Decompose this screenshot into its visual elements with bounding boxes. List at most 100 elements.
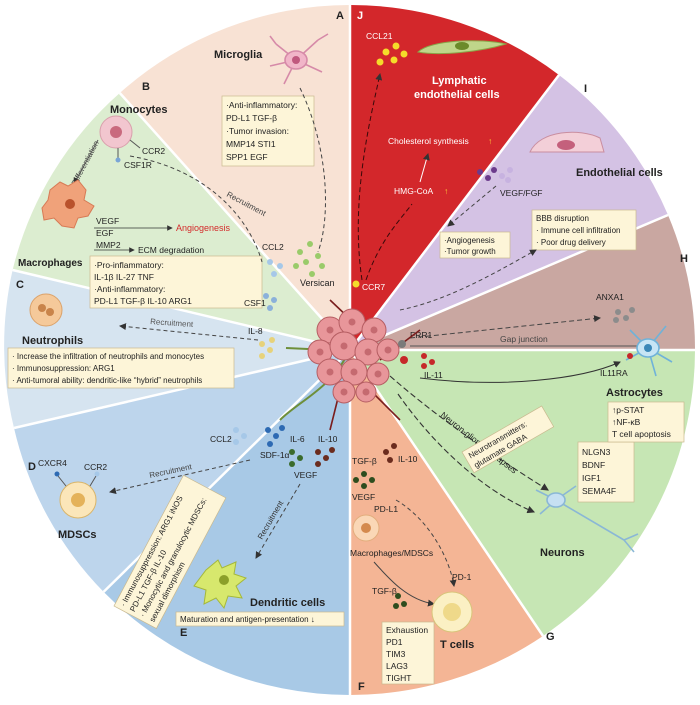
neutrophil-info-box: · Increase the infiltration of neutrophi…: [7, 347, 235, 389]
astrocyte-cell-icon: [625, 325, 673, 377]
il11-label: IL-11: [424, 370, 443, 380]
sector-i-content: Endothelial cells VEGF/FGF ·Angiogenesis…: [399, 131, 663, 311]
ccl21-dots: [376, 42, 408, 66]
f-tgfb-dots: [353, 471, 375, 489]
sector-d-wedge: [14, 350, 350, 592]
macrophages-title: Macrophages: [18, 258, 83, 269]
letter-a: A: [336, 10, 344, 22]
il6-label: IL-6: [290, 434, 305, 444]
f-vegf-label: VEGF: [352, 492, 375, 502]
letter-d: D: [28, 461, 36, 473]
neuron-cell-icon: [535, 485, 639, 553]
astrocyte-info-box: ↑p-STAT ↑NF-κB T cell apoptosis: [607, 401, 685, 443]
c-recruitment-label: Recruitment: [150, 317, 194, 329]
ccr7-receptor-icon: [352, 280, 360, 288]
angiogenesis-label: Angiogenesis: [176, 223, 231, 233]
f-tgfb-top-label: TGF-β: [352, 456, 377, 466]
e-cytokine-dots: [289, 447, 335, 467]
ccl2-dots: [267, 259, 283, 277]
macrophage-info-box: ·Pro-inflammatory: IL-1β IL-27 TNF ·Anti…: [89, 255, 263, 309]
sector-j-content: CCL21 Lymphatic endothelial cells Choles…: [352, 31, 508, 292]
pd1-label: PD-1: [452, 572, 472, 582]
anxa1-label: ANXA1: [596, 292, 624, 302]
d-ccl2-label: CCL2: [210, 434, 232, 444]
mmp2-label: MMP2: [96, 240, 121, 250]
svg-text:Maturation and antigen-present: Maturation and antigen-presentation ↓: [180, 615, 315, 624]
f-il10-label: IL-10: [398, 454, 418, 464]
angiogenesis-box: ·Angiogenesis ·Tumor growth: [439, 231, 511, 259]
letter-f: F: [358, 681, 365, 693]
letter-g: G: [546, 631, 555, 643]
letter-i: I: [584, 83, 587, 95]
dendritic-info-box: Maturation and antigen-presentation ↓: [175, 611, 345, 627]
sector-h-content: ANXA1 FRR1 Gap junction IL-11 IL11RA Ast…: [409, 292, 685, 443]
macrophages-mdscs-label: Macrophages/MDSCs: [350, 548, 433, 558]
svg-text:·Angiogenesis ·Tumor g: ·Angiogenesis ·Tumor growth: [444, 236, 497, 256]
letter-c: C: [16, 279, 24, 291]
f-il10-dots: [383, 443, 397, 463]
e-vegf-label: VEGF: [294, 470, 317, 480]
csf1-label: CSF1: [244, 298, 266, 308]
il11ra-receptor-icon: [627, 353, 633, 359]
sdf-dots: [265, 425, 285, 447]
il11-dots: [421, 353, 435, 369]
anxa1-dots: [613, 307, 635, 323]
sector-f-content: TGF-β IL-10 VEGF PD-L1 Macrophages/MDSCs…: [350, 443, 474, 685]
svg-text:·Pro-inflammatory: IL-: ·Pro-inflammatory: IL-1β IL-27 TNF ·Anti…: [94, 260, 192, 306]
endothelial-title: Endothelial cells: [576, 167, 663, 179]
cholesterol-label: Cholesterol synthesis: [388, 136, 469, 146]
lymphatic-title-line1: Lymphatic: [432, 75, 487, 87]
il11ra-label: IL11RA: [600, 368, 628, 378]
sector-a-wedge: [119, 4, 350, 350]
d-ccl2-dots: [233, 427, 247, 445]
monocytes-title: Monocytes: [110, 104, 167, 116]
ecm-label: ECM degradation: [138, 245, 204, 255]
t-cells-title: T cells: [440, 639, 474, 651]
vegf-fgf-label: VEGF/FGF: [500, 188, 543, 198]
gap-junction-label: Gap junction: [500, 334, 548, 344]
neuron-info-box: NLGN3 BDNF IGF1 SEMA4F: [577, 441, 635, 503]
sdf-label: SDF-1α: [260, 450, 290, 460]
dendritic-cell-icon: [193, 559, 248, 610]
versican-label: Versican: [300, 278, 335, 288]
egf-label: EGF: [96, 228, 113, 238]
neutrophils-title: Neutrophils: [22, 335, 83, 347]
bbb-disruption-box: BBB disruption · Immune cell infiltratio…: [531, 209, 637, 251]
dendritic-cells-title: Dendritic cells: [250, 597, 325, 609]
letter-h: H: [680, 253, 688, 265]
sector-a-content: Microglia ·Anti-inflammatory: PD-L1 TGF-…: [214, 33, 335, 288]
sector-c-content: Neutrophils Recruitment IL-8 · Increase …: [7, 293, 275, 389]
il8-label: IL-8: [248, 326, 263, 336]
ccr7-label: CCR7: [362, 282, 385, 292]
svg-text:NLGN3 BDNF IGF: NLGN3 BDNF IGF1 SEMA4F: [582, 447, 616, 496]
svg-text:BBB disruption · Immun: BBB disruption · Immune cell infiltratio…: [536, 214, 623, 247]
frr1-label: FRR1: [410, 330, 432, 340]
lymphatic-title-line2: endothelial cells: [414, 89, 500, 101]
mdscs-title: MDSCs: [58, 529, 97, 541]
d-ccr2-label: CCR2: [84, 462, 107, 472]
svg-text:·Anti-inflammatory: PD: ·Anti-inflammatory: PD-L1 TGF-β ·Tumor i…: [226, 100, 300, 162]
macrophage-cell-icon: [41, 179, 95, 229]
sector-f-wedge: [350, 350, 543, 695]
tumor-cluster: [279, 299, 421, 431]
cxcr4-label: CXCR4: [38, 458, 67, 468]
microglia-arrow: [299, 87, 326, 253]
sector-j-wedge: [350, 4, 559, 350]
sector-e-content: IL-6 IL-10 VEGF Recruitment Dendritic ce…: [175, 434, 345, 627]
letter-e: E: [180, 627, 187, 639]
ccr2-receptor-icon: [129, 139, 141, 149]
t-cell-info-box: Exhaustion PD1 TIM3 LAG3 TIGHT: [381, 621, 435, 685]
microglia-info-box: ·Anti-inflammatory: PD-L1 TGF-β ·Tumor i…: [221, 95, 315, 167]
neurons-title: Neurons: [540, 547, 585, 559]
letter-b: B: [142, 81, 150, 93]
microglia-title: Microglia: [214, 49, 263, 61]
hmg-up: ↑: [444, 186, 448, 196]
csf1-dots: [263, 293, 277, 311]
il8-dots: [259, 337, 275, 359]
hmg-coa-label: HMG-CoA: [394, 186, 434, 196]
ccr2-label: CCR2: [142, 146, 165, 156]
b-ccl2-label: CCL2: [262, 242, 284, 252]
cholesterol-up: ↑: [488, 136, 492, 146]
versican-dots: [293, 241, 325, 277]
